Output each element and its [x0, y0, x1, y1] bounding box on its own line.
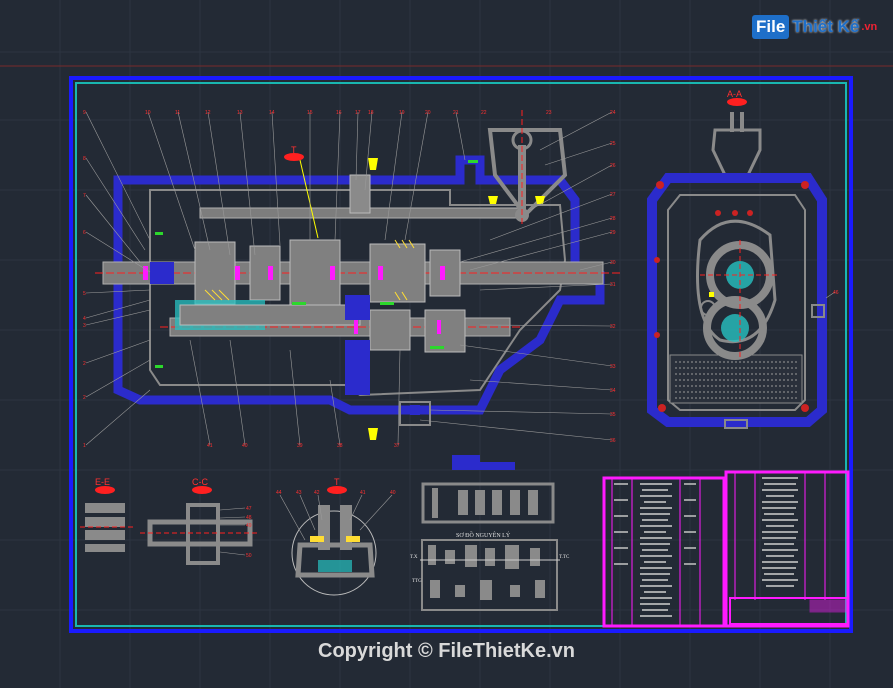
section-marker-aa — [727, 98, 747, 106]
section-marker-ee — [95, 486, 115, 494]
svg-text:43: 43 — [296, 490, 302, 496]
housing-inner — [149, 189, 567, 397]
section-marker-cc — [192, 486, 212, 494]
frame-outer — [69, 76, 853, 633]
svg-text:15: 15 — [307, 110, 313, 116]
svg-text:4: 4 — [83, 316, 86, 322]
svg-text:40: 40 — [390, 490, 396, 496]
svg-text:48: 48 — [246, 515, 252, 521]
section-cc-view: 47 48 49 50 — [140, 486, 260, 565]
section-label-aa: A-A — [727, 89, 743, 99]
svg-text:1: 1 — [83, 443, 86, 449]
svg-text:24: 24 — [610, 110, 616, 116]
svg-text:14: 14 — [269, 110, 275, 116]
svg-text:13: 13 — [237, 110, 243, 116]
filethietke-logo: File Thiết Kế .vn — [752, 12, 877, 42]
svg-text:47: 47 — [246, 506, 252, 512]
section-label-cc: C-C — [192, 477, 208, 487]
svg-text:17: 17 — [355, 110, 361, 116]
svg-text:27: 27 — [610, 192, 616, 198]
svg-text:34: 34 — [610, 388, 616, 394]
svg-text:21: 21 — [453, 110, 459, 116]
svg-text:42: 42 — [314, 490, 320, 496]
svg-text:36: 36 — [610, 438, 616, 444]
schematic-title: SƠ ĐỒ NGUYÊN LÝ — [456, 531, 511, 539]
schematic-bottom-label: TTG — [412, 579, 422, 584]
svg-text:3: 3 — [83, 323, 86, 329]
kinematic-schematic — [420, 455, 560, 611]
svg-text:50: 50 — [246, 553, 252, 559]
svg-text:18: 18 — [368, 110, 374, 116]
svg-text:29: 29 — [610, 230, 616, 236]
svg-text:41: 41 — [207, 443, 213, 449]
svg-text:9: 9 — [83, 110, 86, 116]
copyright-text: Copyright © FileThietKe.vn — [318, 640, 575, 662]
section-marker-t — [284, 153, 304, 161]
section-t-view: 44 43 42 41 40 — [276, 486, 396, 596]
svg-text:30: 30 — [610, 260, 616, 266]
svg-text:11: 11 — [175, 110, 180, 116]
parts-list-rows — [614, 477, 798, 617]
svg-text:12: 12 — [205, 110, 211, 116]
svg-text:2: 2 — [83, 361, 86, 367]
svg-text:2: 2 — [83, 395, 86, 401]
svg-text:32: 32 — [610, 324, 616, 330]
svg-text:16: 16 — [336, 110, 342, 116]
schematic-left-label: T.X — [410, 555, 418, 560]
svg-text:22: 22 — [481, 110, 487, 116]
svg-text:26: 26 — [610, 163, 616, 169]
svg-text:10: 10 — [145, 110, 151, 116]
frame-inner — [75, 82, 847, 627]
svg-text:33: 33 — [610, 364, 616, 370]
svg-text:20: 20 — [425, 110, 431, 116]
logo-tld-text: .vn — [861, 21, 878, 33]
logo-box-text: File — [752, 15, 790, 39]
svg-text:46: 46 — [833, 290, 839, 296]
section-marker-t2 — [327, 486, 347, 494]
section-label-ee: E-E — [95, 477, 111, 487]
svg-text:37: 37 — [394, 443, 400, 449]
schematic-right-label: T.TC — [559, 555, 570, 560]
svg-text:25: 25 — [610, 141, 616, 147]
svg-text:7: 7 — [83, 193, 86, 199]
svg-text:23: 23 — [546, 110, 552, 116]
svg-text:49: 49 — [246, 523, 252, 529]
svg-text:44: 44 — [276, 490, 282, 496]
svg-text:6: 6 — [83, 230, 86, 236]
svg-text:40: 40 — [242, 443, 248, 449]
svg-text:35: 35 — [610, 412, 616, 418]
svg-text:31: 31 — [610, 282, 616, 288]
section-ee-view — [80, 486, 135, 552]
section-label-t-top: T — [291, 145, 297, 155]
svg-text:5: 5 — [83, 291, 86, 297]
parts-list-table — [602, 470, 850, 628]
logo-rest-text: Thiết Kế — [792, 17, 860, 36]
section-label-t-right: T — [334, 477, 340, 487]
svg-text:38: 38 — [337, 443, 343, 449]
svg-text:19: 19 — [399, 110, 405, 116]
svg-text:41: 41 — [360, 490, 366, 496]
svg-text:39: 39 — [297, 443, 303, 449]
svg-text:28: 28 — [610, 216, 616, 222]
section-aa-view: 46 — [647, 98, 839, 429]
housing-wall — [113, 155, 605, 415]
svg-text:8: 8 — [83, 156, 86, 162]
